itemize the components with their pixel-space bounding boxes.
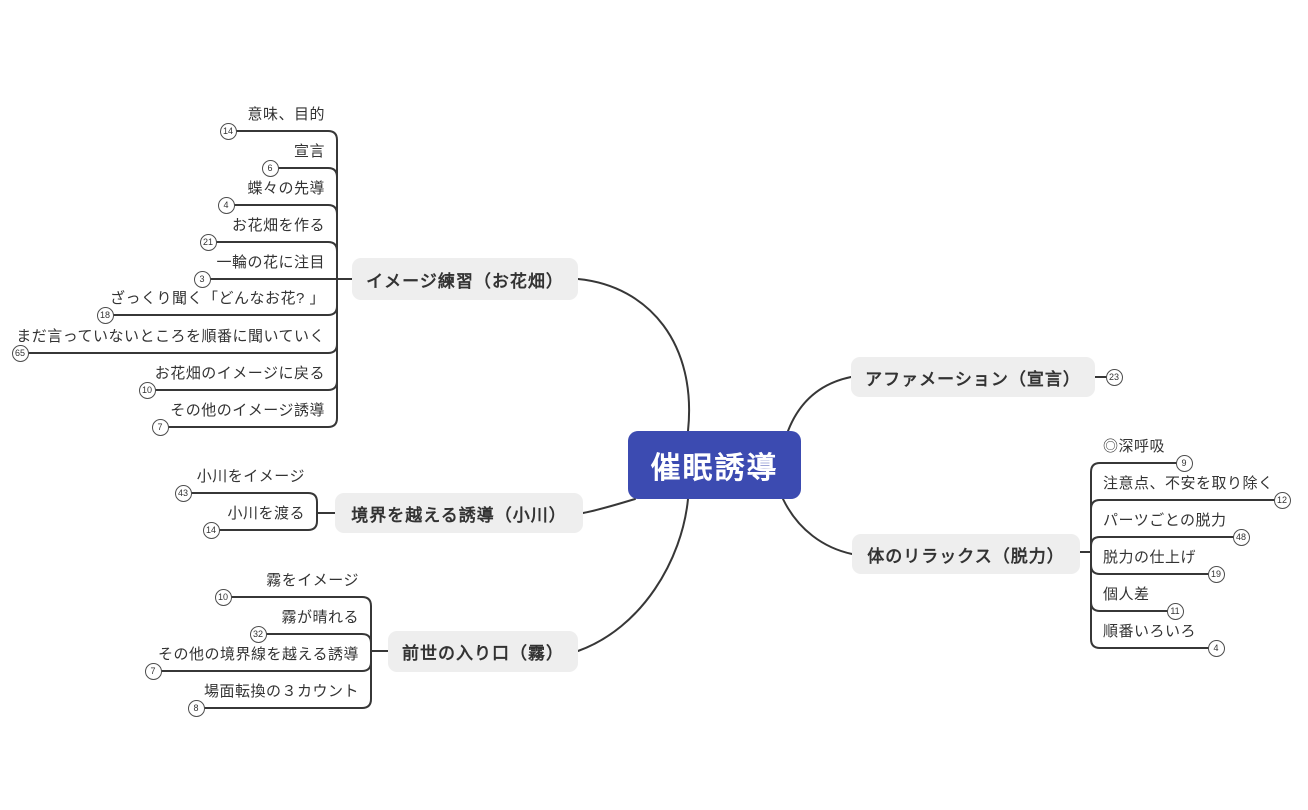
subtopic[interactable]: 場面転換の３カウント [203,683,359,700]
subtopic[interactable]: お花畑のイメージに戻る [154,365,325,382]
count-badge[interactable]: 65 [11,344,29,362]
subtopic[interactable]: パーツごとの脱力 [1103,512,1227,529]
subtopic[interactable]: 一輪の花に注目 [216,254,325,271]
count-badge[interactable]: 14 [219,122,237,140]
subtopic[interactable]: ざっくり聞く「どんなお花? 」 [109,290,325,307]
subtopic[interactable]: お花畑を作る [231,217,325,234]
subtopic[interactable]: 順番いろいろ [1103,623,1197,640]
subtopic[interactable]: 意味、目的 [247,106,325,123]
count-badge[interactable]: 7 [151,418,169,436]
count-badge[interactable]: 7 [144,662,162,680]
branch-topic[interactable]: イメージ練習（お花畑） [352,258,578,300]
subtopic[interactable]: 個人差 [1103,586,1150,603]
count-badge[interactable]: 11 [1166,602,1184,620]
subtopic[interactable]: その他のイメージ誘導 [170,402,325,419]
count-badge[interactable]: 21 [199,233,217,251]
count-badge[interactable]: 32 [249,625,267,643]
subtopic[interactable]: 小川を渡る [227,505,305,522]
branch-topic[interactable]: 境界を越える誘導（小川） [335,493,583,533]
branch-topic[interactable]: アファメーション（宣言） [851,357,1095,397]
subtopic[interactable]: 霧をイメージ [266,572,359,589]
branch-topic[interactable]: 前世の入り口（霧） [388,631,578,672]
count-badge[interactable]: 43 [174,484,192,502]
count-badge[interactable]: 23 [1105,368,1123,386]
count-badge[interactable]: 10 [214,588,232,606]
branch-topic[interactable]: 体のリラックス（脱力） [852,534,1080,574]
subtopic[interactable]: 宣言 [293,143,325,160]
count-badge[interactable]: 18 [96,306,114,324]
subtopic[interactable]: ◎深呼吸 [1103,438,1166,455]
count-badge[interactable]: 14 [202,521,220,539]
subtopic[interactable]: その他の境界線を越える誘導 [157,646,359,663]
count-badge[interactable]: 4 [217,196,235,214]
subtopic[interactable]: 脱力の仕上げ [1103,549,1197,566]
subtopic[interactable]: 霧が晴れる [281,609,359,626]
count-badge[interactable]: 48 [1232,528,1250,546]
subtopic[interactable]: まだ言っていないところを順番に聞いていく [16,328,325,345]
subtopic[interactable]: 蝶々の先導 [247,180,325,197]
count-badge[interactable]: 12 [1273,491,1291,509]
count-badge[interactable]: 9 [1175,454,1193,472]
count-badge[interactable]: 4 [1207,639,1225,657]
subtopic[interactable]: 注意点、不安を取り除く [1103,475,1274,492]
count-badge[interactable]: 8 [187,699,205,717]
count-badge[interactable]: 10 [138,381,156,399]
count-badge[interactable]: 3 [193,270,211,288]
subtopic[interactable]: 小川をイメージ [196,468,305,485]
central-topic[interactable]: 催眠誘導 [628,431,801,499]
count-badge[interactable]: 19 [1207,565,1225,583]
count-badge[interactable]: 6 [261,159,279,177]
